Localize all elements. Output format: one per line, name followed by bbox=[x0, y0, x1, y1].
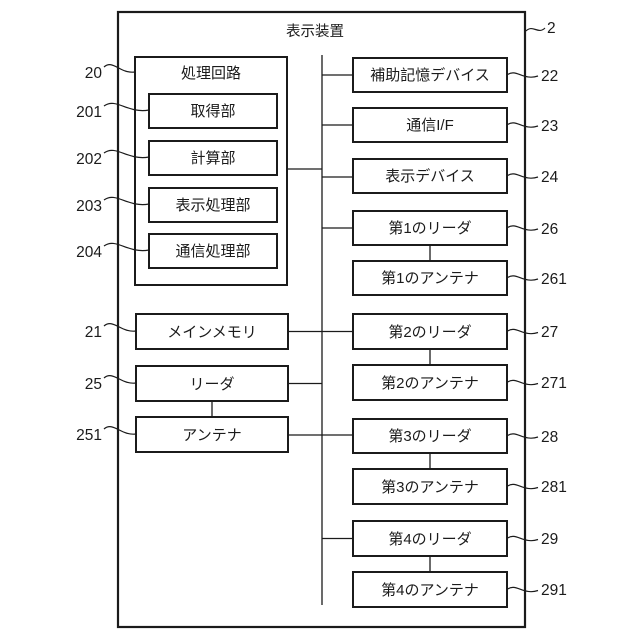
box-calculation-unit bbox=[148, 140, 278, 176]
ref-processing-circuit: 20 bbox=[85, 65, 103, 82]
leader-main-memory bbox=[103, 323, 137, 332]
label-auxiliary-storage-device: 補助記憶デバイス bbox=[370, 66, 490, 84]
ref-fourth-reader: 29 bbox=[541, 531, 558, 548]
diagram-title: 表示装置 bbox=[286, 23, 344, 40]
leader-second-reader bbox=[506, 328, 539, 335]
leader-antenna bbox=[103, 426, 137, 435]
label-communication-processing-unit: 通信処理部 bbox=[175, 243, 250, 260]
leader-display-device-component bbox=[506, 173, 539, 179]
label-first-antenna: 第1のアンテナ bbox=[381, 269, 479, 287]
label-acquisition-unit: 取得部 bbox=[190, 103, 235, 120]
leader-first-reader bbox=[506, 225, 539, 231]
ref-main-memory: 21 bbox=[85, 324, 102, 341]
leader-fourth-antenna bbox=[506, 586, 539, 593]
leader-second-antenna bbox=[506, 379, 539, 386]
box-display-device-component bbox=[352, 158, 508, 194]
label-processing-circuit: 処理回路 bbox=[181, 65, 241, 82]
label-third-reader: 第3のリーダ bbox=[388, 427, 471, 445]
ref-display-device-component: 24 bbox=[541, 169, 559, 186]
ref-calculation-unit: 202 bbox=[76, 151, 102, 168]
box-third-antenna bbox=[352, 468, 508, 505]
leader-third-reader bbox=[506, 433, 539, 439]
label-second-reader: 第2のリーダ bbox=[388, 323, 471, 341]
label-first-reader: 第1のリーダ bbox=[388, 219, 471, 237]
ref-auxiliary-storage-device: 22 bbox=[541, 68, 558, 85]
ref-fourth-antenna: 291 bbox=[541, 582, 567, 599]
label-antenna: アンテナ bbox=[182, 427, 241, 444]
box-second-antenna bbox=[352, 364, 508, 401]
ref-third-reader: 28 bbox=[541, 429, 558, 446]
ref-antenna: 251 bbox=[76, 427, 102, 444]
ref-acquisition-unit: 201 bbox=[76, 104, 102, 121]
label-calculation-unit: 計算部 bbox=[190, 149, 235, 167]
leader-display-device-outer bbox=[525, 27, 546, 32]
ref-second-reader: 27 bbox=[541, 324, 558, 341]
box-communication-processing-unit bbox=[148, 233, 278, 269]
ref-third-antenna: 281 bbox=[541, 479, 567, 496]
box-second-reader bbox=[352, 313, 508, 350]
leader-communication-interface bbox=[506, 122, 539, 128]
label-third-antenna: 第3のアンテナ bbox=[381, 478, 479, 496]
label-display-processing-unit: 表示処理部 bbox=[175, 197, 250, 214]
label-fourth-antenna: 第4のアンテナ bbox=[381, 581, 479, 599]
label-main-memory: メインメモリ bbox=[167, 324, 257, 341]
leader-reader bbox=[103, 375, 137, 384]
label-fourth-reader: 第4のリーダ bbox=[388, 530, 471, 548]
leader-first-antenna bbox=[506, 275, 539, 281]
ref-communication-interface: 23 bbox=[541, 118, 558, 135]
ref-second-antenna: 271 bbox=[541, 375, 567, 392]
box-acquisition-unit bbox=[148, 93, 278, 129]
label-communication-interface: 通信I/F bbox=[406, 117, 454, 134]
label-display-device-component: 表示デバイス bbox=[385, 167, 475, 185]
box-main-memory bbox=[135, 313, 289, 350]
box-reader bbox=[135, 365, 289, 402]
leader-fourth-reader bbox=[506, 535, 539, 542]
leader-third-antenna bbox=[506, 483, 539, 490]
box-third-reader bbox=[352, 418, 508, 454]
ref-display-device-outer: 2 bbox=[547, 20, 556, 37]
box-auxiliary-storage-device bbox=[352, 57, 508, 93]
label-reader: リーダ bbox=[189, 376, 234, 393]
label-second-antenna: 第2のアンテナ bbox=[381, 374, 479, 392]
ref-communication-processing-unit: 204 bbox=[76, 244, 102, 261]
leader-processing-circuit bbox=[103, 64, 136, 73]
leader-communication-processing-unit bbox=[103, 242, 150, 252]
ref-first-antenna: 261 bbox=[541, 271, 567, 288]
ref-reader: 25 bbox=[85, 376, 102, 393]
box-display-processing-unit bbox=[148, 187, 278, 223]
box-display-device-outer bbox=[116, 10, 527, 629]
leader-acquisition-unit bbox=[103, 102, 150, 112]
ref-first-reader: 26 bbox=[541, 221, 558, 238]
leader-calculation-unit bbox=[103, 149, 150, 159]
ref-display-processing-unit: 203 bbox=[76, 198, 102, 215]
leader-display-processing-unit bbox=[103, 196, 150, 206]
leader-auxiliary-storage-device bbox=[506, 72, 539, 78]
